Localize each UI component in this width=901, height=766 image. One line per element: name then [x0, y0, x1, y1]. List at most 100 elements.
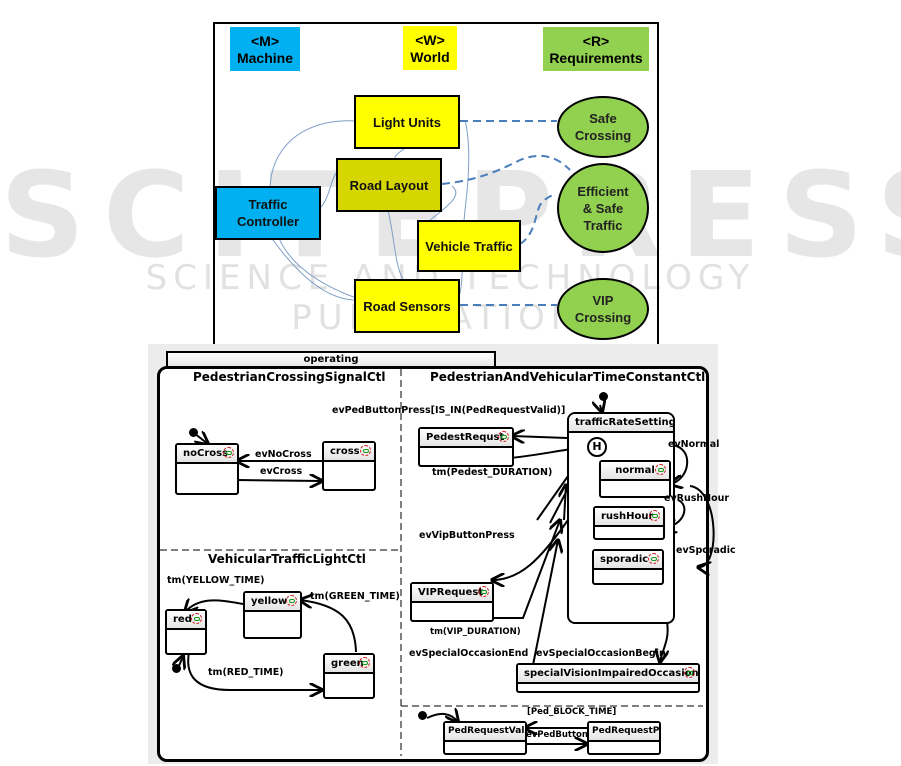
- state-normal[interactable]: normal: [599, 460, 671, 498]
- legend-requirements: <R> Requirements: [543, 27, 649, 71]
- state-pedrequestvalid-label: PedRequestValid: [448, 726, 525, 736]
- label-evnocross: evNoCross: [255, 449, 312, 460]
- domain-road-layout-label: Road Layout: [349, 177, 429, 193]
- label-evrushhour: evRushHour: [664, 493, 730, 504]
- domain-vehicle-traffic-label: Vehicle Traffic: [425, 238, 513, 254]
- requirement-vip-crossing: VIP Crossing: [557, 278, 649, 340]
- refresh-icon: [649, 510, 660, 521]
- refresh-icon: [360, 445, 371, 456]
- arrow-tm-yellow: [185, 600, 244, 612]
- initial-dot-vehicular: [172, 664, 181, 673]
- arrow-evspecialoccasionend: [532, 540, 558, 666]
- arrow-evpedbuttonpress: [512, 436, 568, 438]
- state-pedrequestvalid[interactable]: PedRequestValid: [443, 721, 527, 755]
- domain-traffic-controller-label: Traffic Controller: [236, 197, 300, 229]
- label-evnormal: evNormal: [668, 439, 720, 450]
- state-special-vision-impaired-occasion-label: specialVisionImpairedOccasion: [524, 668, 698, 679]
- arrow-tm-vip-duration: [492, 520, 560, 619]
- state-sporadic-label: sporadic: [600, 554, 649, 565]
- domain-road-sensors-label: Road Sensors: [363, 298, 451, 314]
- state-pedrequestpla-label: PedRequestPla: [592, 726, 659, 736]
- label-tm-vip-duration: tm(VIP_DURATION): [430, 627, 521, 637]
- refresh-icon: [684, 667, 695, 678]
- label-tm-pedest-duration: tm(Pedest_DURATION): [432, 467, 553, 478]
- state-cross[interactable]: cross: [322, 441, 376, 491]
- label-ped-block-time: [Ped_BLOCK_TIME]: [527, 707, 617, 717]
- dashed-link-layout-efficient: [441, 154, 571, 185]
- initial-dot-ped-request: [418, 711, 427, 720]
- thin-link-layout-sensors: [387, 209, 406, 283]
- arrow-history-line: [564, 485, 566, 521]
- refresh-icon: [223, 447, 234, 458]
- region-title-time-constant: PedestrianAndVehicularTimeConstantCtl: [430, 370, 706, 384]
- label-evsporadic: evSporadic: [676, 545, 736, 556]
- arrow-evnormal: [670, 444, 689, 484]
- requirement-safe-crossing: Safe Crossing: [557, 96, 649, 158]
- state-rushhour[interactable]: rushHour: [593, 506, 665, 540]
- state-green[interactable]: green: [323, 653, 375, 699]
- domain-traffic-controller: Traffic Controller: [215, 186, 321, 240]
- refresh-icon: [655, 464, 666, 475]
- label-evspecialoccasionbegin: evSpecialOccasionBegin: [536, 648, 666, 659]
- domain-vehicle-traffic: Vehicle Traffic: [417, 220, 521, 272]
- label-evpedbutton: evPedButton: [526, 730, 588, 740]
- refresh-icon: [498, 431, 509, 442]
- label-evcross: evCross: [260, 466, 303, 477]
- refresh-icon: [359, 657, 370, 668]
- label-tm-red-time: tm(RED_TIME): [208, 667, 284, 678]
- state-red-label: red: [173, 614, 192, 625]
- history-state[interactable]: H: [587, 437, 607, 457]
- label-tm-green-time: tm(GREEN_TIME): [310, 591, 400, 602]
- state-nocross-label: noCross: [183, 448, 229, 459]
- thin-link-controller-sensors: [265, 229, 357, 301]
- state-yellow[interactable]: yellow: [243, 591, 302, 639]
- arrow-evspecialoccasionbegin: [660, 621, 668, 662]
- initial-arrow-traffic-rate: [600, 405, 602, 412]
- label-evspecialoccasionend: evSpecialOccasionEnd: [409, 648, 529, 659]
- refresh-icon: [286, 595, 297, 606]
- state-normal-label: normal: [615, 465, 655, 476]
- arrow-tm-red: [187, 651, 322, 690]
- state-yellow-label: yellow: [251, 596, 288, 607]
- state-viprequest-label: VIPRequest: [418, 587, 484, 598]
- region-title-pedestrian: PedestrianCrossingSignalCtl: [193, 370, 386, 384]
- legend-machine-label: Machine: [236, 50, 293, 66]
- state-pedestrequst[interactable]: PedestRequst: [418, 427, 514, 467]
- dashed-link-vehicle-efficient: [519, 193, 557, 245]
- requirement-safe-crossing-label: Safe Crossing: [574, 111, 632, 143]
- label-evpedbuttonpress: evPedButtonPress[IS_IN(PedRequestValid)]: [332, 405, 566, 416]
- state-sporadic[interactable]: sporadic: [592, 549, 664, 585]
- state-pedrequestpla[interactable]: PedRequestPla: [587, 721, 661, 755]
- state-nocross[interactable]: noCross: [175, 443, 239, 495]
- initial-dot-traffic-rate: [599, 392, 608, 401]
- initial-arrow-pedrequestvalid: [426, 714, 458, 722]
- initial-dot-pedestrian: [189, 428, 198, 437]
- domain-light-units-label: Light Units: [373, 114, 441, 130]
- requirement-vip-crossing-label: VIP Crossing: [574, 293, 632, 325]
- state-operating-tab: operating: [166, 351, 496, 367]
- region-title-vehicular: VehicularTrafficLightCtl: [208, 552, 366, 566]
- state-traffic-rate-settings-label: trafficRateSettings: [575, 417, 673, 428]
- refresh-icon: [478, 586, 489, 597]
- state-viprequest[interactable]: VIPRequest: [410, 582, 494, 622]
- legend-world-tag: <W>: [415, 32, 445, 48]
- state-cross-label: cross: [330, 446, 360, 457]
- legend-requirements-tag: <R>: [582, 33, 610, 49]
- legend-requirements-label: Requirements: [549, 50, 643, 66]
- arrow-evsporadic: [689, 485, 715, 567]
- state-rushhour-label: rushHour: [601, 511, 654, 522]
- state-green-label: green: [331, 658, 364, 669]
- domain-light-units: Light Units: [354, 95, 460, 149]
- arrow-evcross: [236, 480, 322, 481]
- legend-world: <W> World: [403, 26, 457, 70]
- legend-machine: <M> Machine: [230, 27, 300, 71]
- requirement-efficient-safe-traffic-label: Efficient & Safe Traffic: [577, 183, 629, 233]
- state-special-vision-impaired-occasion[interactable]: specialVisionImpairedOccasion: [516, 663, 700, 693]
- state-red[interactable]: red: [165, 609, 207, 655]
- legend-machine-tag: <M>: [250, 33, 279, 49]
- state-pedestrequst-label: PedestRequst: [426, 432, 505, 443]
- refresh-icon: [648, 553, 659, 564]
- legend-world-label: World: [410, 49, 450, 65]
- domain-road-layout: Road Layout: [336, 158, 442, 212]
